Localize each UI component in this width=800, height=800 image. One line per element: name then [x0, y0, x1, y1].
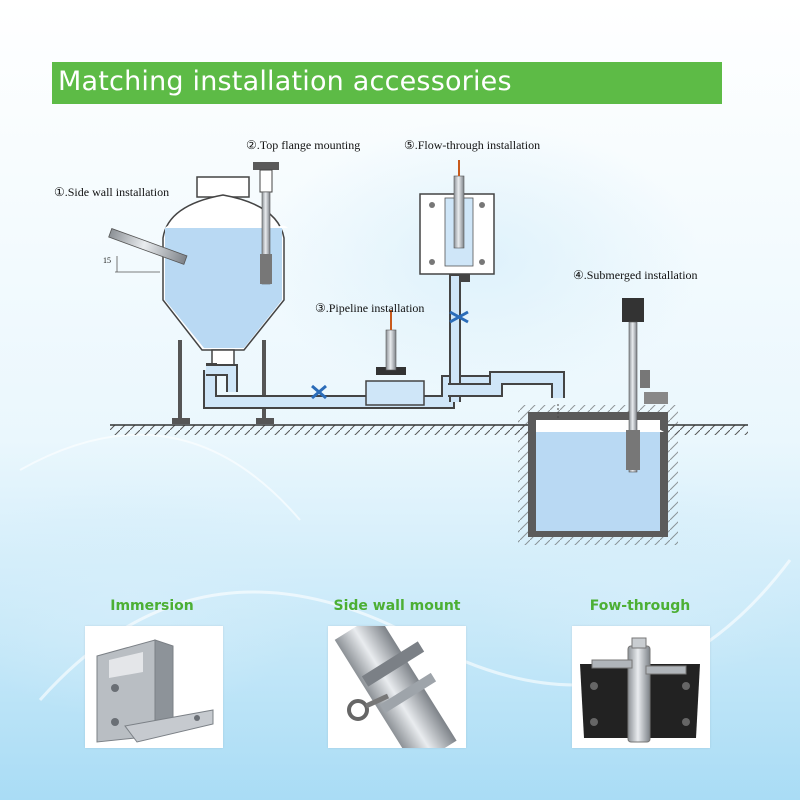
- side-wall-sensor: [108, 228, 188, 273]
- photo-immersion-bracket: [85, 626, 223, 748]
- label-submerged-installation: ④.Submerged installation: [573, 268, 698, 282]
- label-angle: 15: [103, 256, 111, 265]
- page-title: Matching installation accessories: [58, 66, 512, 97]
- caption-immersion: Immersion: [110, 598, 194, 614]
- photo-side-wall-mount: [328, 626, 466, 748]
- caption-side-wall-mount: Side wall mount: [333, 598, 461, 614]
- label-pipeline-installation: ③.Pipeline installation: [315, 301, 425, 315]
- caption-flow-through: Fow-through: [589, 598, 691, 614]
- label-top-flange-mounting: ②.Top flange mounting: [246, 138, 361, 152]
- submerged-sensor: [557, 298, 668, 473]
- title-banner: Matching installation accessories: [52, 62, 722, 104]
- photo-flow-through-cell: [572, 626, 710, 748]
- top-flange-sensor: [253, 162, 279, 285]
- flow-through-cell: [419, 160, 495, 275]
- pit-tank: [518, 405, 678, 545]
- vessel: [162, 176, 288, 424]
- label-side-wall-installation: ①.Side wall installation: [54, 185, 170, 199]
- label-flow-through-installation: ⑤.Flow-through installation: [404, 138, 541, 152]
- ground: [110, 424, 748, 435]
- pipeline: [203, 270, 565, 409]
